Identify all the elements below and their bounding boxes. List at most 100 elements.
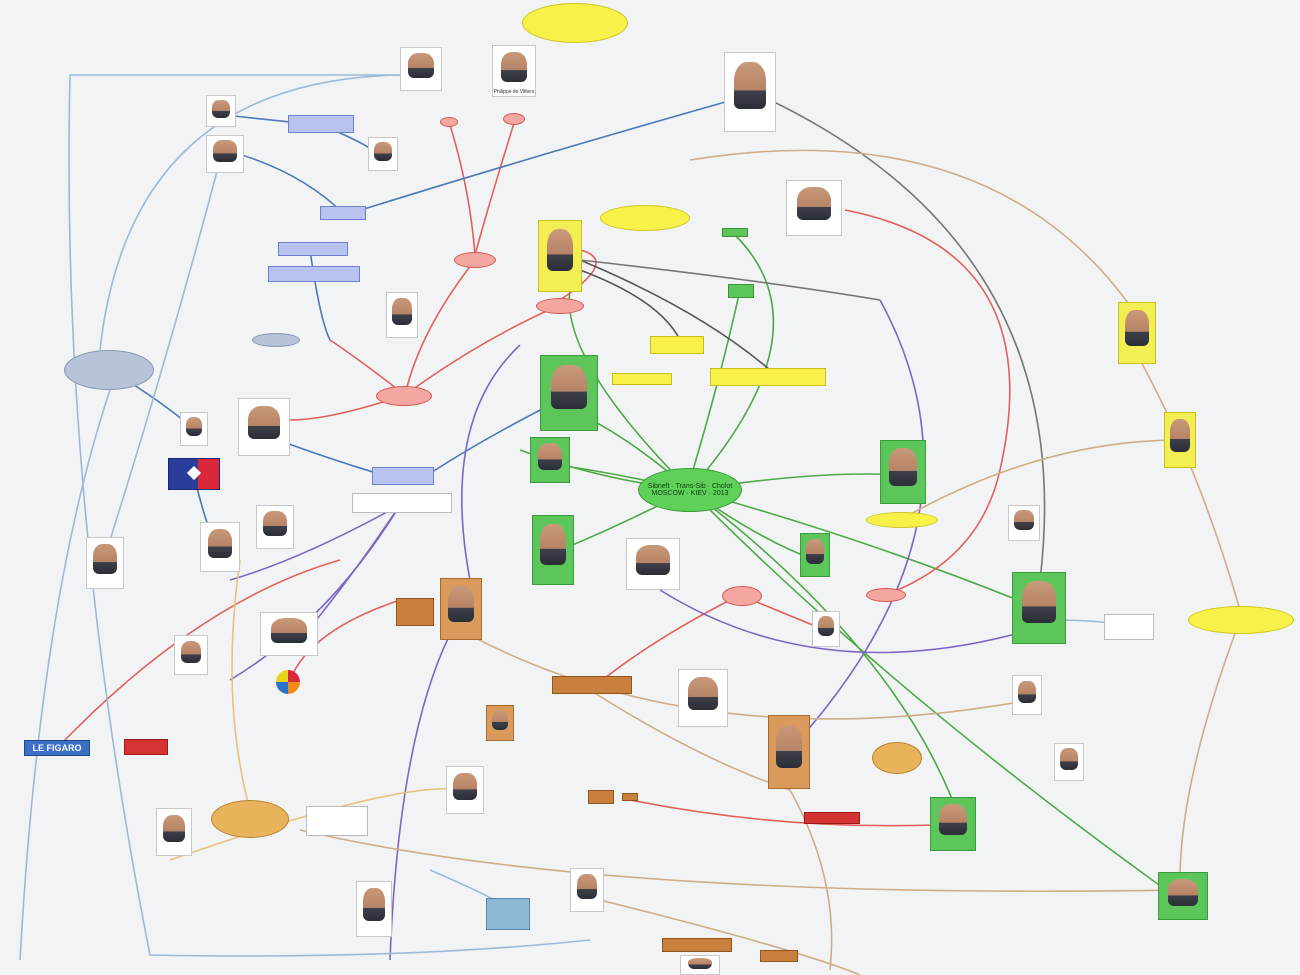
- portrait-p22[interactable]: [174, 635, 208, 675]
- yellow-box-2[interactable]: [612, 373, 672, 385]
- orange-box-4[interactable]: [622, 793, 638, 801]
- grey-ellipse[interactable]: [64, 350, 154, 390]
- edge-tan: [589, 689, 791, 791]
- yellow-box-3[interactable]: [710, 368, 826, 386]
- yellow-ellipse-4[interactable]: [866, 512, 938, 528]
- portrait-p23[interactable]: [440, 578, 482, 640]
- red-dot-1[interactable]: [440, 117, 458, 127]
- le-figaro-node[interactable]: LE FIGARO: [24, 740, 90, 756]
- yellow-ellipse-2[interactable]: [600, 205, 690, 231]
- green-box-2[interactable]: [728, 284, 754, 298]
- edge-tan: [689, 149, 1141, 321]
- red-hub-5[interactable]: [866, 588, 906, 602]
- portrait-p5[interactable]: [206, 135, 244, 173]
- portrait-p26[interactable]: [626, 538, 680, 590]
- portrait-p8[interactable]: [786, 180, 842, 236]
- portrait-p16[interactable]: [1164, 412, 1196, 468]
- edge-grey: [579, 259, 881, 301]
- edge-red: [559, 249, 597, 301]
- portrait-p15[interactable]: [1118, 302, 1156, 364]
- grey-ellipse-small[interactable]: [252, 333, 300, 347]
- orange-box-5[interactable]: [662, 938, 732, 952]
- green-box-1[interactable]: [722, 228, 748, 237]
- portrait-p4[interactable]: [206, 95, 236, 127]
- blue-box-2[interactable]: [320, 206, 366, 220]
- orange-ellipse-2[interactable]: [872, 742, 922, 774]
- central-node[interactable]: Sibneft · Trans-Sib · Cholot MOSCOW · KI…: [638, 468, 742, 512]
- orange-box-2[interactable]: [396, 598, 434, 626]
- top-yellow-ellipse[interactable]: [522, 3, 628, 43]
- flag-node[interactable]: [168, 458, 220, 490]
- portrait-p2[interactable]: Philippe de Villiers: [492, 45, 536, 97]
- orange-ellipse[interactable]: [211, 800, 289, 838]
- red-dot-2[interactable]: [503, 113, 525, 125]
- edge-grey: [579, 269, 681, 341]
- portrait-p6[interactable]: [368, 137, 398, 171]
- red-hub-4[interactable]: [722, 586, 762, 606]
- portrait-p9[interactable]: [386, 292, 418, 338]
- total-logo[interactable]: [276, 670, 300, 694]
- edge-purple: [229, 504, 401, 581]
- portrait-p19[interactable]: [200, 522, 240, 572]
- portrait-p27[interactable]: [1008, 505, 1040, 541]
- edge-lightblue: [109, 159, 221, 541]
- red-hub-2[interactable]: [454, 252, 496, 268]
- portrait-p32[interactable]: [1012, 675, 1042, 715]
- edge-purple: [461, 344, 521, 581]
- edge-green: [689, 489, 1031, 606]
- portrait-p1[interactable]: [400, 47, 442, 91]
- red-hub-1[interactable]: [376, 386, 432, 406]
- edge-grey: [579, 259, 771, 371]
- edge-red: [404, 259, 476, 396]
- portrait-p13[interactable]: [532, 515, 574, 585]
- portrait-p36[interactable]: [156, 808, 192, 856]
- logo-node-right[interactable]: [1104, 614, 1154, 640]
- edge-purple: [229, 504, 401, 681]
- edge-tan: [1139, 359, 1241, 611]
- edge-red: [289, 599, 401, 681]
- portrait-p14[interactable]: [880, 440, 926, 504]
- map-image-node[interactable]: [486, 898, 530, 930]
- orange-box-main[interactable]: [552, 676, 632, 694]
- red-hub-3[interactable]: [536, 298, 584, 314]
- portrait-p29[interactable]: [768, 715, 810, 789]
- portrait-p18[interactable]: [86, 537, 124, 589]
- portrait-p20[interactable]: [256, 505, 294, 549]
- blue-box-1[interactable]: [288, 115, 354, 133]
- portrait-p31[interactable]: [812, 611, 840, 647]
- portrait-p10[interactable]: [540, 355, 598, 431]
- blue-box-4[interactable]: [268, 266, 360, 282]
- edge-green: [689, 234, 775, 491]
- portrait-p21[interactable]: [260, 612, 318, 656]
- edge-purple: [659, 589, 1031, 654]
- portrait-p39[interactable]: [1158, 872, 1208, 920]
- yellow-box-1[interactable]: [650, 336, 704, 354]
- portrait-p35[interactable]: [446, 766, 484, 814]
- portrait-p12[interactable]: [530, 437, 570, 483]
- portrait-p11[interactable]: [238, 398, 290, 456]
- portrait-p30[interactable]: [678, 669, 728, 727]
- white-box-1[interactable]: [352, 493, 452, 513]
- portrait-p28[interactable]: [486, 705, 514, 741]
- portrait-p34[interactable]: [1054, 743, 1084, 781]
- orange-box-3[interactable]: [588, 790, 614, 804]
- portrait-p24[interactable]: [800, 533, 830, 577]
- orange-box-6[interactable]: [760, 950, 798, 962]
- portrait-p17[interactable]: [180, 412, 208, 446]
- red-label-box[interactable]: [804, 812, 860, 824]
- yellow-ellipse-3[interactable]: [1188, 606, 1294, 634]
- red-box-1[interactable]: [124, 739, 168, 755]
- portrait-p40[interactable]: [680, 955, 720, 975]
- portrait-p3[interactable]: [724, 52, 776, 132]
- portrait-caption: Philippe de Villiers: [493, 89, 535, 95]
- portrait-p7[interactable]: [538, 220, 582, 292]
- bridge-image-node[interactable]: [306, 806, 368, 836]
- portrait-p38[interactable]: [570, 868, 604, 912]
- blue-box-5[interactable]: [372, 467, 434, 485]
- portrait-p33[interactable]: [930, 797, 976, 851]
- blue-box-3[interactable]: [278, 242, 348, 256]
- portrait-p37[interactable]: [356, 881, 392, 937]
- edge-tan: [299, 829, 1181, 893]
- portrait-p25[interactable]: [1012, 572, 1066, 644]
